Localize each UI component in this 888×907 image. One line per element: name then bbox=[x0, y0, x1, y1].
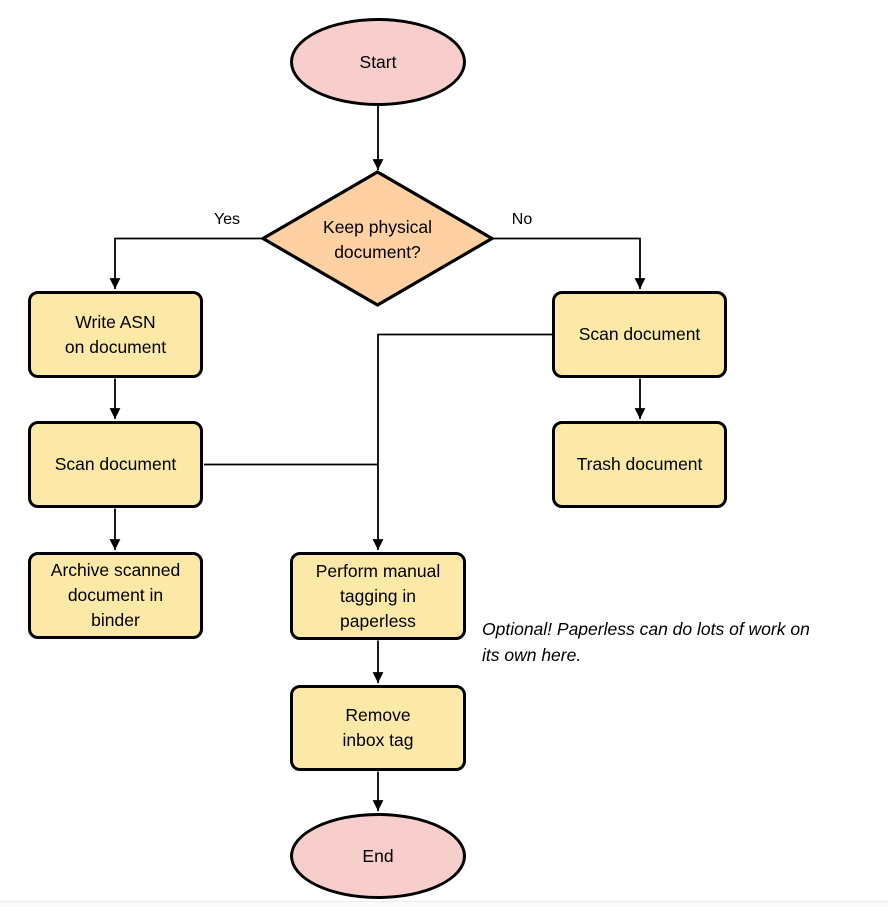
node-write-asn-label: Write ASN on document bbox=[64, 311, 167, 357]
node-scan-document-left: Scan document bbox=[28, 421, 203, 508]
node-trash-label: Trash document bbox=[576, 454, 703, 474]
edge-scan-right-to-tagging bbox=[372, 333, 553, 550]
node-write-asn-on-document: Write ASN on document bbox=[28, 291, 203, 378]
node-start: Start bbox=[290, 18, 466, 106]
node-scan-right-label: Scan document bbox=[578, 324, 701, 344]
node-manual-tagging: Perform manual tagging in paperless bbox=[290, 552, 466, 640]
node-start-label: Start bbox=[359, 51, 397, 72]
node-archive-label: Archive scanned document in binder bbox=[50, 560, 181, 630]
node-archive-scanned-document: Archive scanned document in binder bbox=[28, 552, 203, 639]
node-end-label: End bbox=[362, 845, 394, 866]
node-remove-inbox-tag: Remove inbox tag bbox=[290, 685, 466, 771]
node-end: End bbox=[290, 813, 466, 899]
annotation-optional-paperless: Optional! Paperless can do lots of work … bbox=[482, 619, 810, 665]
node-scan-document-right: Scan document bbox=[552, 291, 727, 378]
edge-label-no: No bbox=[498, 209, 546, 231]
edge-decision-no-to-scan-right bbox=[491, 237, 646, 289]
page-bottom-edge bbox=[0, 901, 888, 907]
node-scan-left-label: Scan document bbox=[54, 454, 177, 474]
node-decision-label: Keep physical document? bbox=[323, 217, 432, 262]
node-tagging-label: Perform manual tagging in paperless bbox=[315, 560, 441, 631]
edge-label-yes: Yes bbox=[203, 209, 251, 231]
node-decision: Keep physical document? bbox=[290, 214, 465, 266]
edge-decision-yes-to-write-asn bbox=[109, 237, 264, 289]
node-trash-document: Trash document bbox=[552, 421, 727, 508]
node-remove-inbox-label: Remove inbox tag bbox=[342, 705, 414, 750]
decision-diamond-shape bbox=[259, 170, 496, 307]
